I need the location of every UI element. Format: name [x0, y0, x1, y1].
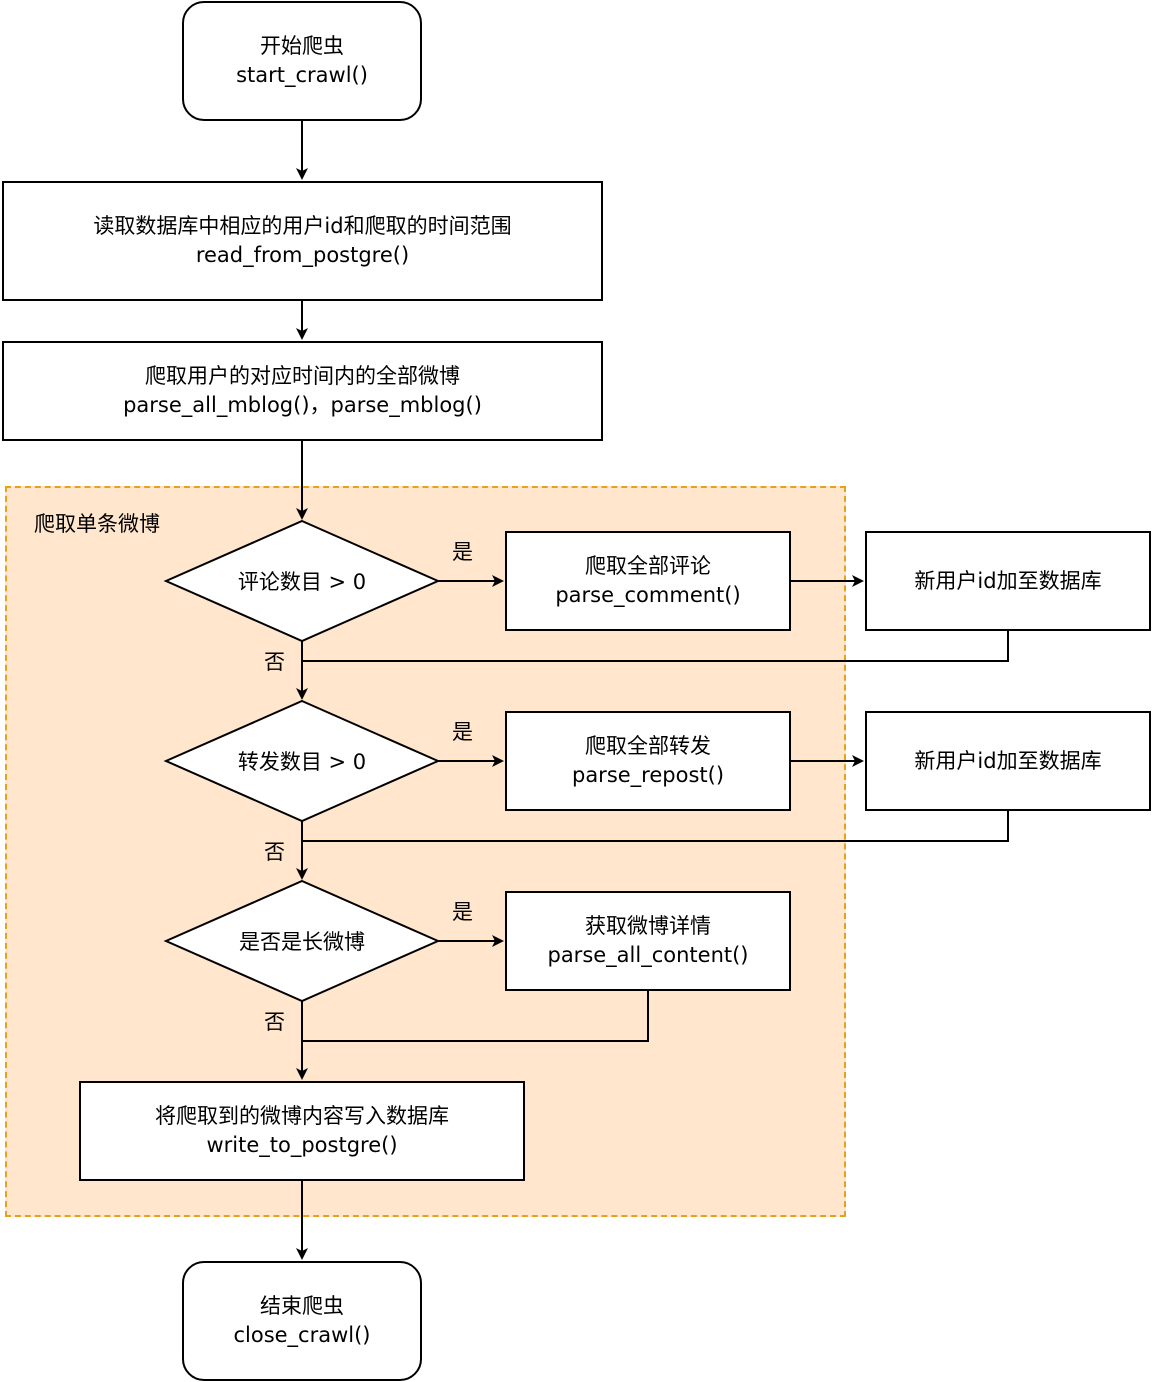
- read-function: read_from_postgre(): [195, 243, 410, 267]
- edge-newuser1-return: [302, 631, 1009, 662]
- new-user-node-2: 新用户id加至数据库: [865, 711, 1151, 811]
- decision-repost-label: 转发数目 > 0: [237, 750, 367, 774]
- parse-content-title: 获取微博详情: [585, 914, 711, 938]
- new-user-node-1: 新用户id加至数据库: [865, 531, 1151, 631]
- parse-all-node: 爬取用户的对应时间内的全部微博 parse_all_mblog()，parse_…: [2, 341, 603, 441]
- group-title: 爬取单条微博: [34, 512, 160, 536]
- write-node: 将爬取到的微博内容写入数据库 write_to_postgre(): [79, 1081, 525, 1181]
- parse-comment-function: parse_comment(): [555, 583, 741, 607]
- write-title: 将爬取到的微博内容写入数据库: [155, 1104, 449, 1128]
- end-title: 结束爬虫: [260, 1294, 344, 1318]
- decision-long-label: 是否是长微博: [239, 930, 365, 954]
- start-node: 开始爬虫 start_crawl(): [182, 1, 422, 121]
- write-function: write_to_postgre(): [206, 1133, 398, 1157]
- decision-comment-label: 评论数目 > 0: [237, 570, 367, 594]
- parse-repost-function: parse_repost(): [571, 763, 725, 787]
- read-title: 读取数据库中相应的用户id和爬取的时间范围: [93, 214, 512, 238]
- parse-comment-title: 爬取全部评论: [585, 554, 711, 578]
- parse-all-title: 爬取用户的对应时间内的全部微博: [145, 364, 460, 388]
- parse-all-function: parse_all_mblog()，parse_mblog(): [123, 393, 482, 417]
- decision-repost-shape: [163, 699, 441, 823]
- parse-comment-node: 爬取全部评论 parse_comment(): [505, 531, 791, 631]
- parse-content-node: 获取微博详情 parse_all_content(): [505, 891, 791, 991]
- edge-newuser2-return: [302, 811, 1009, 842]
- decision-comment-shape: [163, 519, 441, 643]
- yes-label-long: 是: [452, 900, 473, 924]
- yes-label-repost: 是: [452, 720, 473, 744]
- no-label-repost: 否: [264, 840, 285, 864]
- start-title: 开始爬虫: [260, 34, 344, 58]
- decision-long-shape: [163, 879, 441, 1003]
- start-function: start_crawl(): [236, 63, 368, 87]
- edge-content-return: [302, 991, 649, 1042]
- end-node: 结束爬虫 close_crawl(): [182, 1261, 422, 1381]
- parse-repost-node: 爬取全部转发 parse_repost(): [505, 711, 791, 811]
- parse-repost-title: 爬取全部转发: [585, 734, 711, 758]
- no-label-long: 否: [264, 1010, 285, 1034]
- read-node: 读取数据库中相应的用户id和爬取的时间范围 read_from_postgre(…: [2, 181, 603, 301]
- no-label-comment: 否: [264, 650, 285, 674]
- new-user-label-1: 新用户id加至数据库: [914, 568, 1102, 593]
- yes-label-comment: 是: [452, 540, 473, 564]
- new-user-label-2: 新用户id加至数据库: [914, 748, 1102, 773]
- end-function: close_crawl(): [233, 1323, 371, 1347]
- parse-content-function: parse_all_content(): [547, 943, 749, 967]
